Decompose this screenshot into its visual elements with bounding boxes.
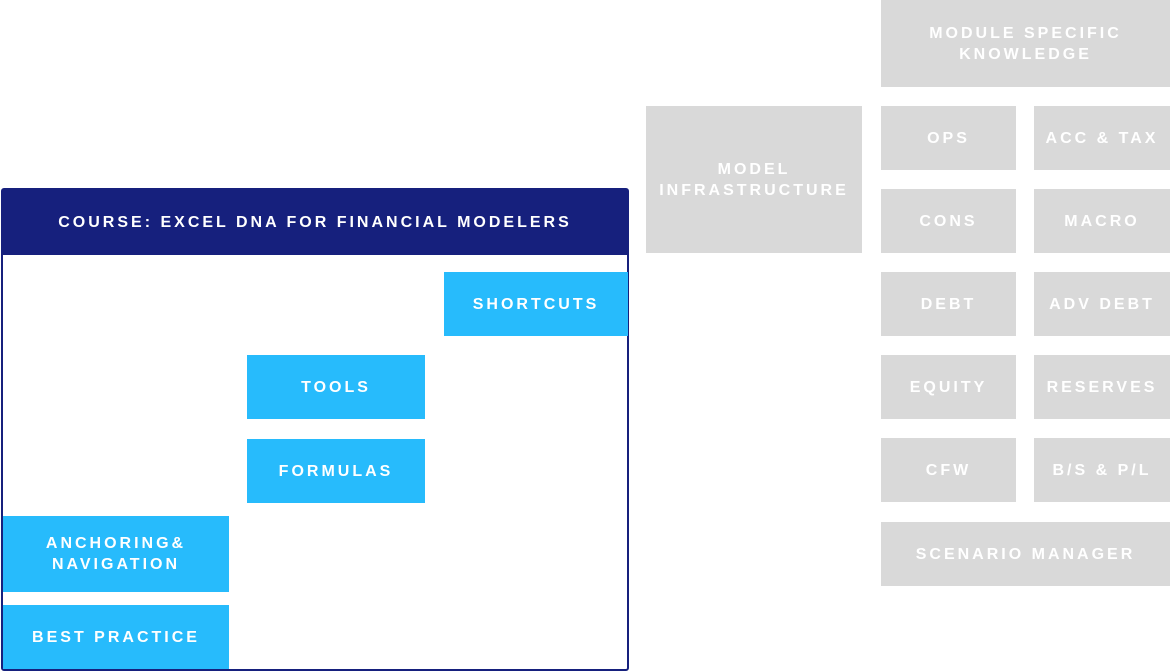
course-title: COURSE: EXCEL DNA FOR FINANCIAL MODELERS bbox=[3, 190, 627, 255]
model-infrastructure-block: MODEL INFRASTRUCTURE bbox=[646, 106, 862, 253]
best-practice-block: BEST PRACTICE bbox=[3, 605, 229, 669]
formulas-block: FORMULAS bbox=[247, 439, 425, 503]
debt-block: DEBT bbox=[881, 272, 1016, 336]
anchoring-navigation-block: ANCHORING& NAVIGATION bbox=[3, 516, 229, 592]
module-specific-knowledge-block: MODULE SPECIFIC KNOWLEDGE bbox=[881, 0, 1170, 87]
acc-tax-block: ACC & TAX bbox=[1034, 106, 1170, 170]
tools-block: TOOLS bbox=[247, 355, 425, 419]
shortcuts-block: SHORTCUTS bbox=[444, 272, 628, 336]
course-panel: COURSE: EXCEL DNA FOR FINANCIAL MODELERS bbox=[1, 188, 629, 671]
adv-debt-block: ADV DEBT bbox=[1034, 272, 1170, 336]
cfw-block: CFW bbox=[881, 438, 1016, 502]
bs-pl-block: B/S & P/L bbox=[1034, 438, 1170, 502]
ops-block: OPS bbox=[881, 106, 1016, 170]
cons-block: CONS bbox=[881, 189, 1016, 253]
macro-block: MACRO bbox=[1034, 189, 1170, 253]
scenario-manager-block: SCENARIO MANAGER bbox=[881, 522, 1170, 586]
equity-block: EQUITY bbox=[881, 355, 1016, 419]
reserves-block: RESERVES bbox=[1034, 355, 1170, 419]
